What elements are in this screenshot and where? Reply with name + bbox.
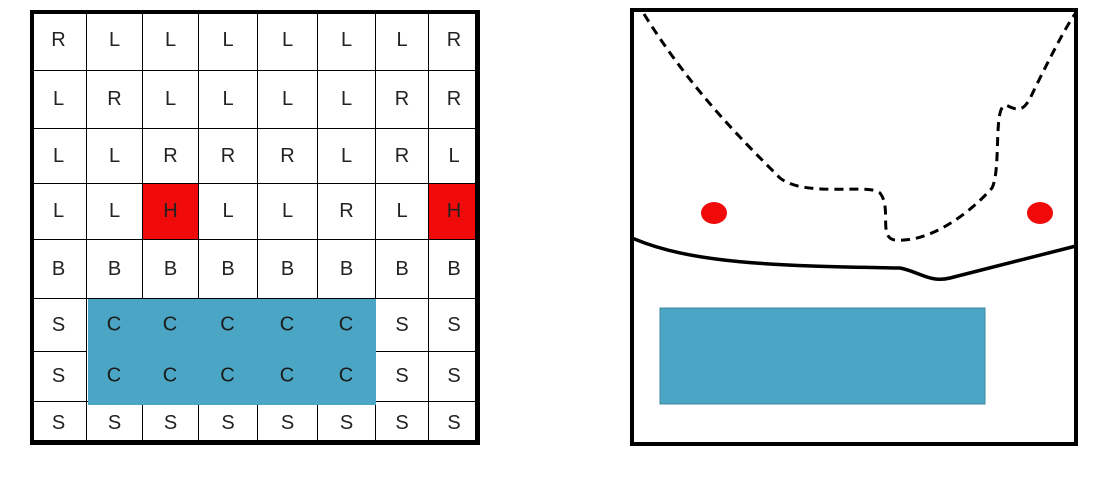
grid-cell-1-7: R (428, 70, 480, 129)
grid-cell-1-4: L (257, 70, 318, 129)
grid-cell-6-6: S (375, 351, 429, 402)
grid-cell-2-2: R (142, 128, 199, 184)
grid-cell-2-3: R (198, 128, 258, 184)
grid-cell-4-4: B (257, 239, 318, 299)
grid-cell-1-0: L (30, 70, 87, 129)
grid-cell-3-0: L (30, 183, 87, 240)
grid-cell-4-7: B (428, 239, 480, 299)
grid-cell-0-4: L (257, 10, 318, 71)
grid-cell-5-7: S (428, 298, 480, 352)
grid-cell-5-0: S (30, 298, 87, 352)
map-marker-left (701, 202, 727, 224)
grid-cell-3-3: L (198, 183, 258, 240)
grid-cell-5-6: S (375, 298, 429, 352)
grid-cell-1-2: L (142, 70, 199, 129)
grid-cell-7-0: S (30, 401, 87, 445)
zone-map-panel (630, 8, 1078, 446)
grid-cell-2-4: R (257, 128, 318, 184)
grid-cell-7-5: S (317, 401, 376, 445)
grid-cell-2-7: L (428, 128, 480, 184)
grid-cell-1-6: R (375, 70, 429, 129)
grid-cell-7-3: S (198, 401, 258, 445)
grid-cell-0-5: L (317, 10, 376, 71)
grid-cell-6-7: S (428, 351, 480, 402)
map-zone-rect (659, 307, 986, 405)
grid-cell-3-6: L (375, 183, 429, 240)
grid-cell-0-2: L (142, 10, 199, 71)
grid-cell-4-0: B (30, 239, 87, 299)
grid-cell-0-0: R (30, 10, 87, 71)
grid-cell-4-1: B (86, 239, 143, 299)
grid-cell-4-5: B (317, 239, 376, 299)
grid-cell-1-3: L (198, 70, 258, 129)
grid-cell-2-5: L (317, 128, 376, 184)
map-marker-right (1027, 202, 1053, 224)
grid-cell-4-3: B (198, 239, 258, 299)
grid-cell-7-6: S (375, 401, 429, 445)
grid-cell-2-1: L (86, 128, 143, 184)
grid-cell-7-1: S (86, 401, 143, 445)
grid-cell-3-2: H (142, 183, 199, 240)
grid-cell-3-5: R (317, 183, 376, 240)
grid-zone-c (88, 299, 376, 405)
grid-cell-7-7: S (428, 401, 480, 445)
grid-cell-7-4: S (257, 401, 318, 445)
grid-cell-0-1: L (86, 10, 143, 71)
grid-cell-1-5: L (317, 70, 376, 129)
grid-cell-3-7: H (428, 183, 480, 240)
map-solid-boundary (631, 236, 1077, 281)
grid-cell-3-1: L (86, 183, 143, 240)
map-dashed-boundary (642, 13, 1077, 242)
grid-cell-0-6: L (375, 10, 429, 71)
grid-cell-2-0: L (30, 128, 87, 184)
grid-cell-4-2: B (142, 239, 199, 299)
grid-cell-1-1: R (86, 70, 143, 129)
grid-cell-7-2: S (142, 401, 199, 445)
grid-cell-0-7: R (428, 10, 480, 71)
grid-cell-3-4: L (257, 183, 318, 240)
grid-cell-4-6: B (375, 239, 429, 299)
grid-cell-6-0: S (30, 351, 87, 402)
grid-cell-2-6: R (375, 128, 429, 184)
grid-cell-0-3: L (198, 10, 258, 71)
